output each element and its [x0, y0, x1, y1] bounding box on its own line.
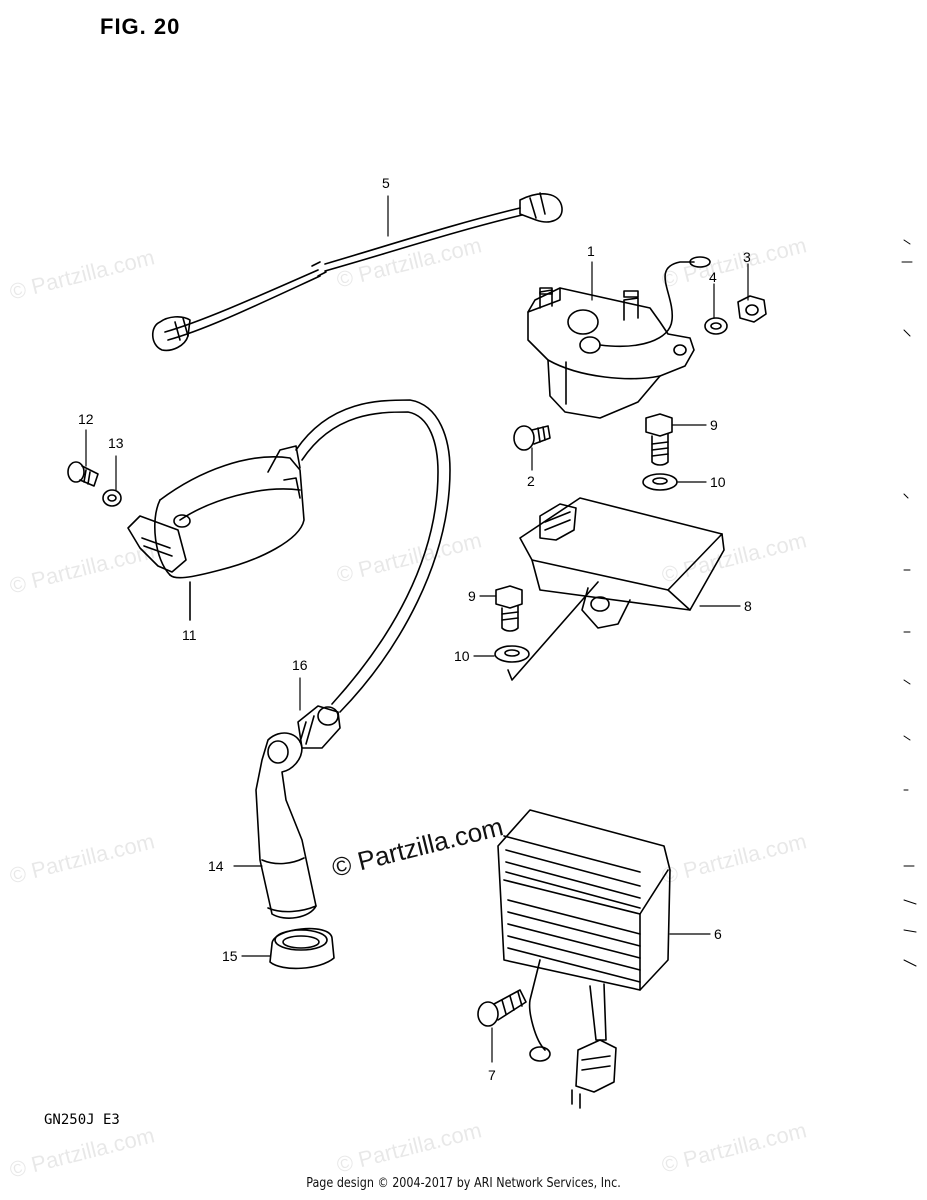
- callout-9-upper: 9: [710, 417, 718, 433]
- callout-13: 13: [108, 435, 124, 451]
- part-7-screw: [477, 989, 527, 1027]
- callout-leader-lines: [85, 195, 749, 1063]
- callout-11: 11: [182, 627, 197, 643]
- callout-1: 1: [587, 243, 595, 259]
- callout-15: 15: [222, 948, 238, 964]
- callout-14: 14: [208, 858, 224, 874]
- callout-8: 8: [744, 598, 752, 614]
- part-4-washer: [704, 317, 728, 335]
- part-10-washer-lower: [494, 645, 530, 663]
- part-13-washer: [102, 489, 122, 507]
- figure-title: FIG. 20: [100, 14, 181, 39]
- callout-10-lower: 10: [454, 648, 470, 664]
- part-6-regulator-rectifier: [497, 809, 671, 1109]
- callout-3: 3: [743, 249, 751, 265]
- part-9-bolt-lower: [495, 585, 523, 632]
- callout-4: 4: [709, 269, 717, 285]
- callout-12: 12: [78, 411, 94, 427]
- model-code: GN250J E3: [44, 1112, 120, 1128]
- part-10-washer-upper: [642, 473, 678, 491]
- part-15-seal: [269, 927, 335, 970]
- callout-5: 5: [382, 175, 390, 191]
- part-1-starter-relay: [527, 256, 711, 419]
- callout-16: 16: [292, 657, 308, 673]
- part-12-screw: [67, 461, 99, 487]
- callout-9-lower: 9: [468, 588, 476, 604]
- callout-7: 7: [488, 1067, 496, 1083]
- part-2-screw: [513, 425, 551, 451]
- part-14-spark-plug-cap: [255, 732, 317, 919]
- callout-6: 6: [714, 926, 722, 942]
- part-8-igniter-unit: [507, 497, 725, 681]
- scan-artifacts: [901, 239, 917, 967]
- part-3-nut: [737, 295, 767, 323]
- part-16-rubber-boot: [297, 705, 341, 749]
- part-11-ignition-coil: [127, 399, 451, 713]
- callout-2: 2: [527, 473, 535, 489]
- footer-copyright: Page design © 2004-2017 by ARI Network S…: [306, 1176, 621, 1191]
- callout-10-upper: 10: [710, 474, 726, 490]
- callout-numbers: 5 1 3 4 2 9 10 8 9 10 11 12 13 16 14 15 …: [78, 175, 752, 1083]
- part-9-bolt-upper: [645, 413, 673, 466]
- part-5-lead-wire: [151, 192, 563, 352]
